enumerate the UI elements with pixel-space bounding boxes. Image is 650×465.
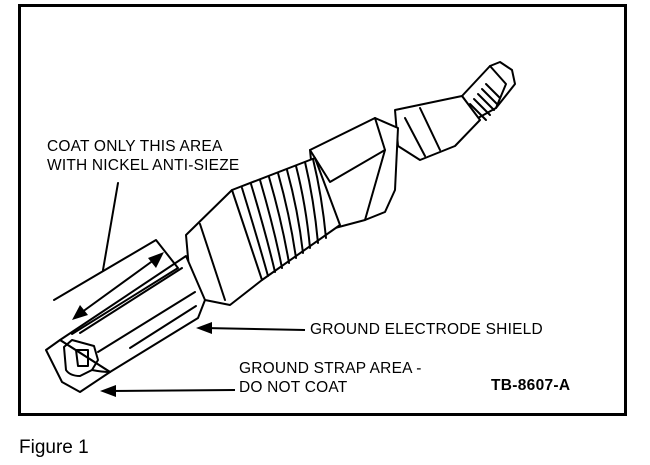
threaded-section — [231, 157, 341, 281]
ground-strap-tip — [45, 339, 111, 393]
terminal-tip — [461, 61, 516, 121]
figure-caption: Figure 1 — [19, 437, 89, 458]
strap-label-line1: GROUND STRAP AREA - — [239, 360, 422, 377]
coat-leader-line — [102, 182, 119, 271]
coat-label-line1: COAT ONLY THIS AREA — [47, 138, 223, 155]
figure-frame — [18, 4, 627, 416]
strap-label-line2: DO NOT COAT — [239, 379, 348, 396]
strap-leader-line — [107, 389, 236, 392]
coat-area-bracket — [53, 239, 179, 335]
shield-leader-line — [203, 327, 306, 331]
shield-label: GROUND ELECTRODE SHIELD — [310, 321, 543, 338]
bracket-arrow-top — [148, 252, 164, 268]
bracket-arrow-bottom — [72, 305, 88, 320]
reference-code: TB-8607-A — [491, 377, 571, 394]
shield-arrowhead — [196, 322, 212, 334]
lower-shank — [185, 189, 263, 306]
strap-arrowhead — [100, 385, 116, 397]
coat-label-line2: WITH NICKEL ANTI-SIEZE — [47, 157, 240, 174]
upper-body — [394, 95, 481, 161]
